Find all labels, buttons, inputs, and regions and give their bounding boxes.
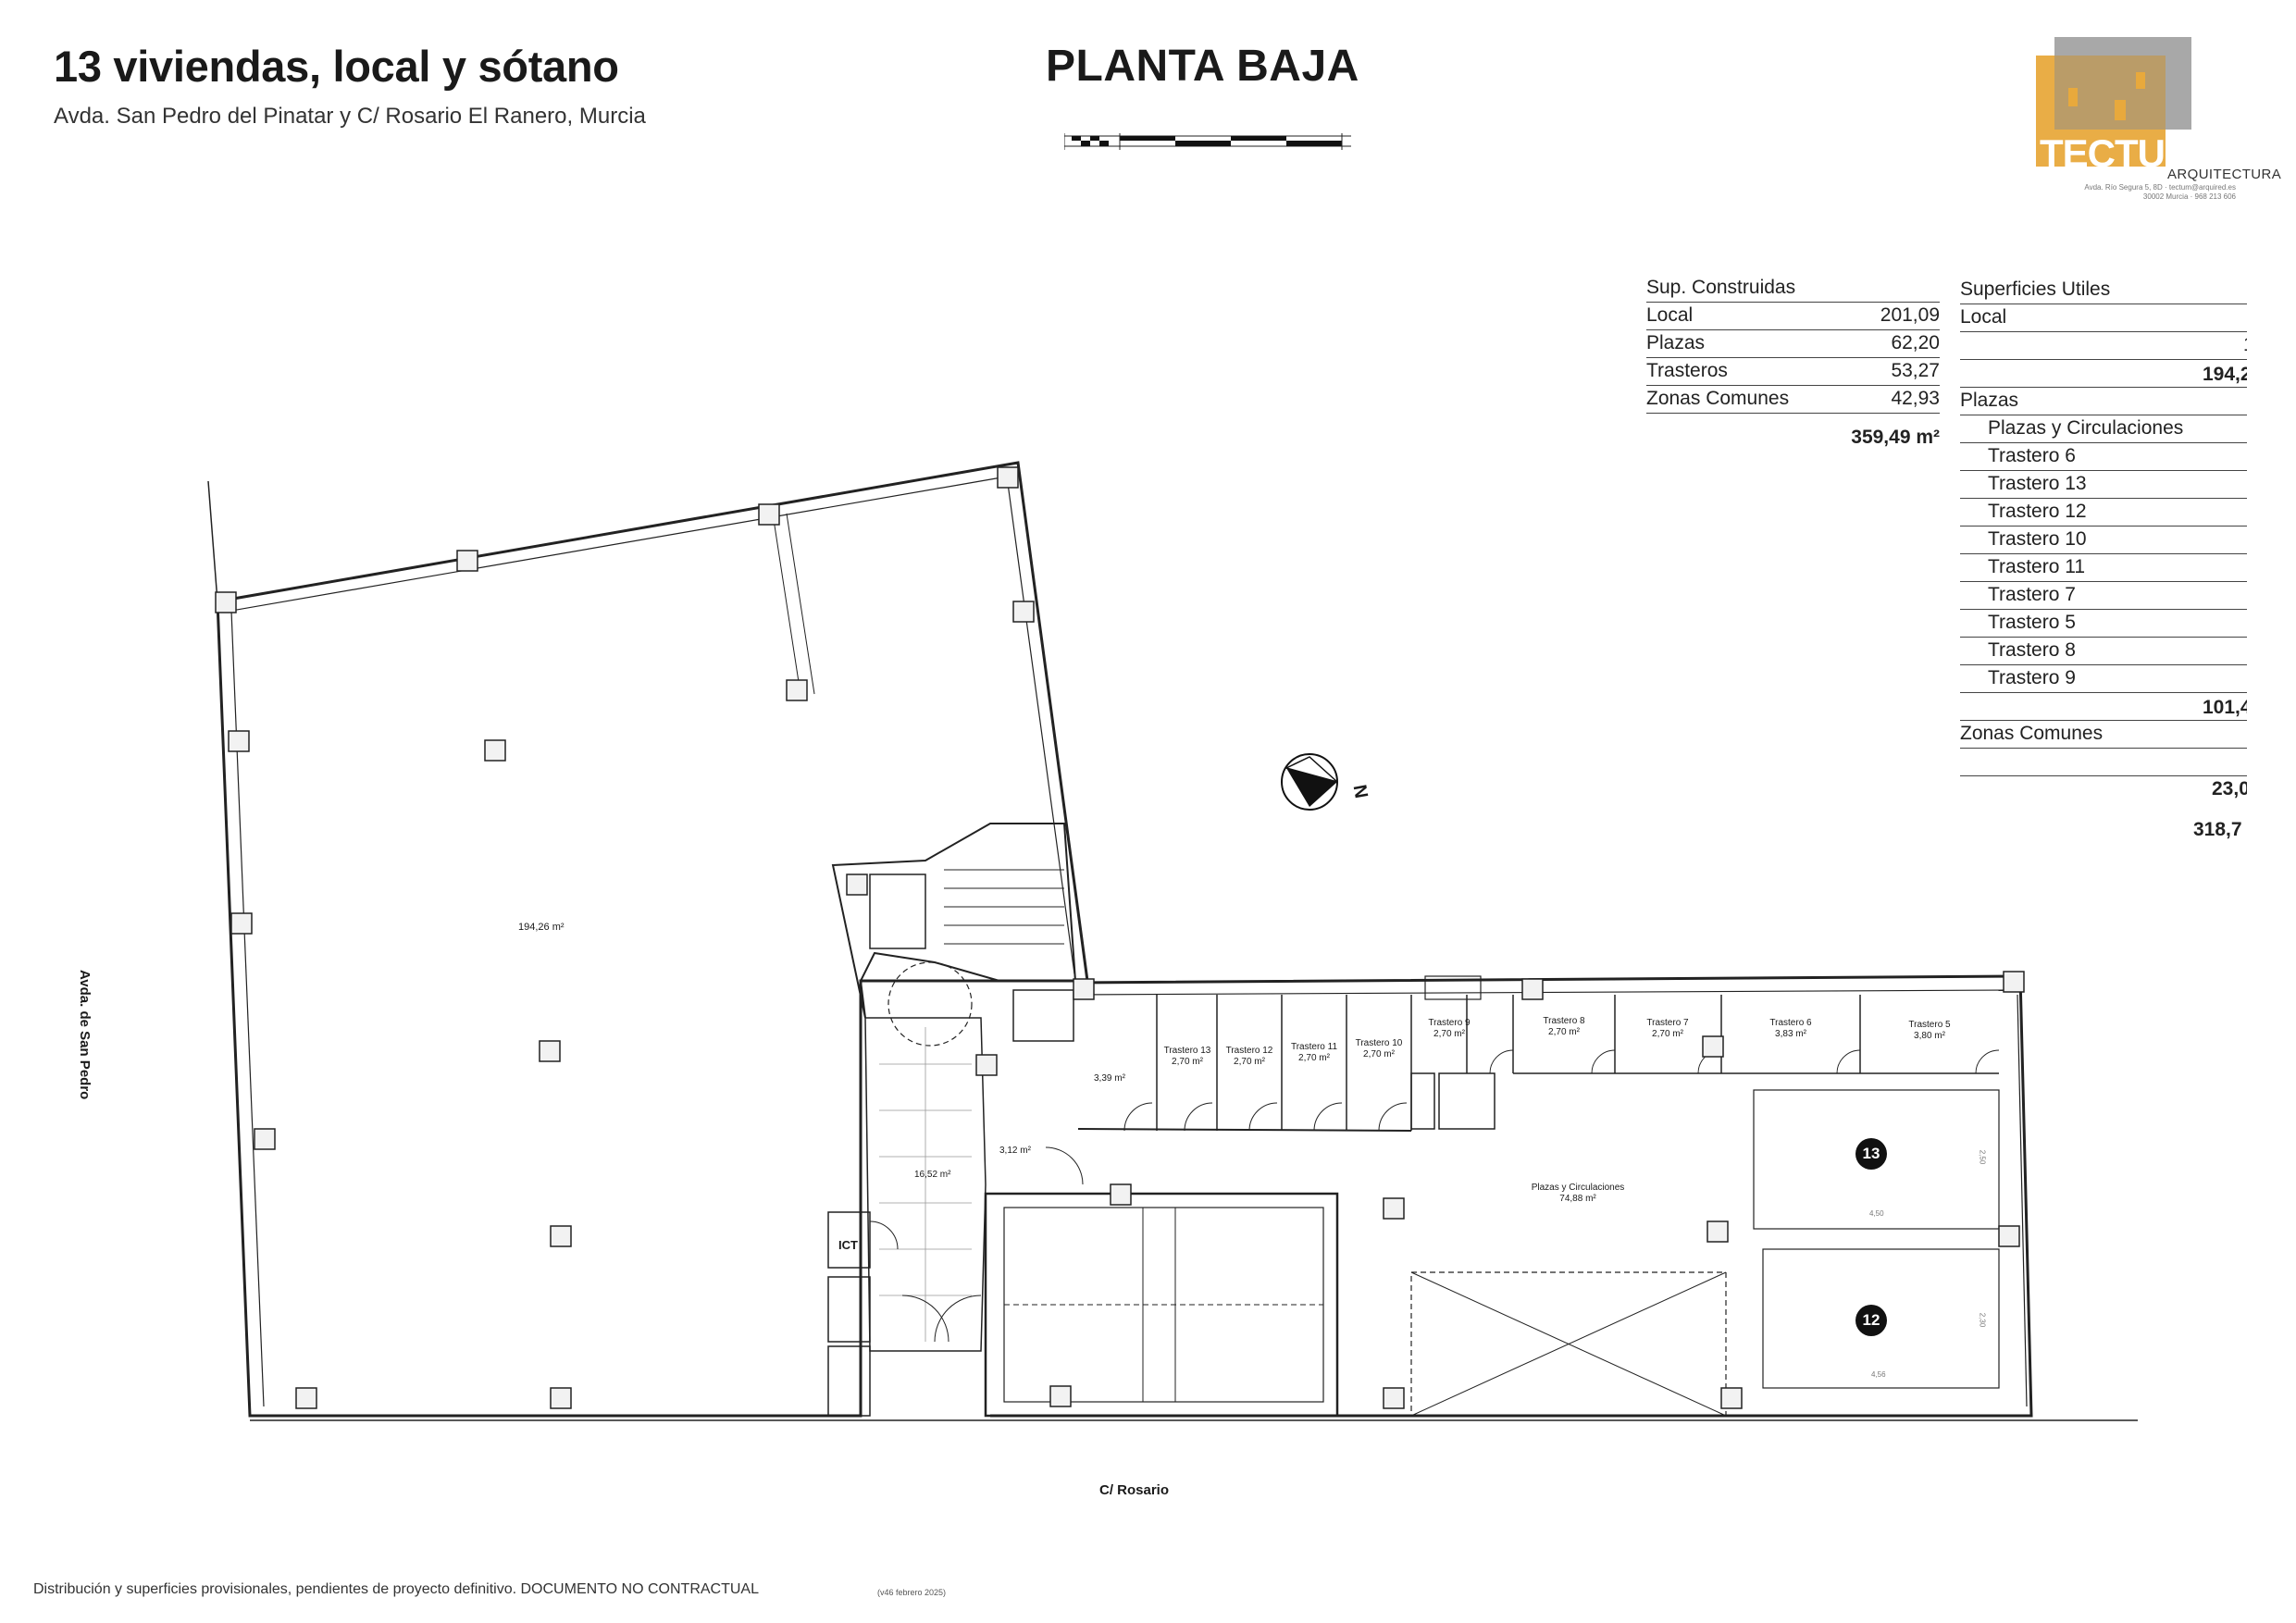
table-row: Trastero 10: [1988, 528, 2087, 550]
street-label-avenue: Avda. de San Pedro: [77, 970, 93, 1100]
disclaimer: Distribución y superficies provisionales…: [33, 1581, 759, 1597]
table-row: Plazas: [1960, 390, 2019, 411]
version-label: (v46 febrero 2025): [877, 1588, 947, 1597]
table-row: Plazas y Circulaciones: [1988, 417, 2184, 439]
table-subtotal: 101,4: [2203, 697, 2247, 718]
logo-address: Avda. Río Segura 5, 8D · tectum@arquired…: [2084, 183, 2236, 201]
table-row: Zonas Comunes: [1960, 723, 2104, 744]
table-row: 1: [1960, 331, 2247, 359]
table-row: Trastero 12: [1988, 501, 2087, 522]
tectum-logo: [2036, 37, 2191, 167]
north-arrow-icon: [1281, 753, 1338, 811]
table-heading: Superficies Utiles: [1960, 279, 2111, 300]
logo-brand: TECTUM: [2040, 131, 2197, 175]
table-subtotal: 23,0: [2212, 778, 2247, 799]
table-row: Trastero 7: [1988, 584, 2076, 605]
table-subtotal: 194,2: [2203, 364, 2247, 385]
table-row: Trastero 8: [1988, 639, 2076, 661]
table-row: Local: [1960, 306, 2007, 328]
table-total: 359,49 m²: [1851, 427, 1940, 448]
scale-bar: [1064, 133, 1351, 150]
project-title: 13 viviendas, local y sótano: [54, 42, 619, 91]
area-label-312: 3,12 m²: [999, 1146, 1031, 1156]
dimension-label: 2,30: [1978, 1312, 1987, 1328]
table-row: Trastero 11: [1988, 556, 2086, 577]
project-address: Avda. San Pedro del Pinatar y C/ Rosario…: [54, 104, 646, 129]
parking-spot-12: 12: [1855, 1305, 1887, 1336]
ict-label: ICT: [838, 1238, 858, 1252]
useful-areas-table: Superficies Utiles Local 1 194,2 Plazas …: [1960, 276, 2247, 849]
table-row: Trastero 5: [1988, 612, 2076, 633]
area-label-339: 3,39 m²: [1094, 1073, 1125, 1084]
parking-spot-13: 13: [1855, 1138, 1887, 1170]
street-label-rosario: C/ Rosario: [1099, 1482, 1170, 1498]
dimension-label: 2,50: [1978, 1149, 1987, 1165]
dimension-label: 4,50: [1869, 1209, 1884, 1218]
dimension-label: 4,56: [1871, 1370, 1886, 1379]
area-label-1652: 16,52 m²: [914, 1170, 951, 1180]
local-outline: [216, 461, 1089, 1418]
table-row: Trastero 13: [1988, 473, 2087, 494]
local-area-label: 194,26 m²: [518, 922, 565, 933]
table-total: 318,7: [2193, 819, 2242, 840]
logo-tagline: ARQUITECTURA: [2167, 167, 2282, 182]
table-row: Trastero 6: [1988, 445, 2076, 466]
sheet-title: PLANTA BAJA: [1046, 42, 1359, 91]
table-row: Trastero 9: [1988, 667, 2076, 688]
table-heading: Sup. Construidas: [1646, 277, 1796, 298]
